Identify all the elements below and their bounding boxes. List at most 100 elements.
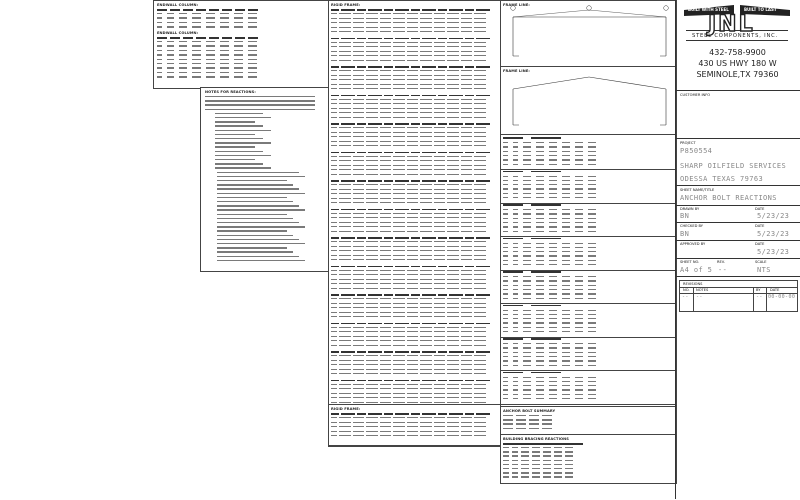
table-text-mark (380, 202, 391, 204)
table-text-mark (393, 311, 405, 313)
table-text-mark (422, 237, 436, 239)
table-text-mark (476, 180, 490, 182)
table-text-mark (512, 455, 518, 457)
table-text-mark (549, 309, 557, 311)
table-text-mark (380, 417, 391, 419)
table-text-mark (543, 463, 551, 466)
table-text-mark (206, 76, 215, 78)
table-text-mark (192, 17, 201, 19)
table-text-mark (503, 175, 508, 177)
table-text-mark (461, 169, 472, 171)
table-text-mark (393, 184, 405, 186)
table-text-mark (393, 401, 405, 403)
table-text-mark (205, 104, 315, 106)
rigid-frame-table-main-a (331, 9, 499, 405)
table-text-mark (434, 355, 445, 357)
table-text-mark (353, 392, 364, 394)
table-text-mark (434, 307, 445, 309)
table-text-mark (513, 175, 518, 177)
table-text-mark (248, 67, 257, 69)
rigid-frame-title-lower: RIGID FRAME: (331, 407, 361, 411)
table-text-mark (217, 238, 299, 241)
table-text-mark (395, 180, 409, 182)
table-text-mark (542, 415, 552, 417)
table-text-mark (447, 164, 459, 166)
table-text-mark (235, 9, 245, 11)
table-text-mark (179, 26, 187, 28)
table-text-mark (476, 237, 490, 239)
table-text-mark (353, 355, 364, 357)
table-text-mark (447, 364, 459, 366)
table-text-mark (217, 196, 287, 199)
table-text-mark (234, 45, 243, 47)
table-text-mark (393, 335, 405, 337)
table-text-mark (503, 137, 523, 139)
table-text-mark (562, 264, 570, 266)
table-text-mark (575, 297, 583, 299)
table-text-mark (380, 212, 391, 214)
table-text-mark (562, 163, 570, 165)
table-text-mark (420, 13, 432, 15)
table-text-mark (331, 259, 337, 261)
table-text-mark (192, 71, 201, 74)
project-number: P850554 (680, 147, 713, 155)
table-text-mark (407, 70, 418, 72)
table-text-mark (380, 241, 391, 243)
table-text-mark (331, 331, 337, 333)
table-text-mark (588, 385, 596, 387)
table-text-mark (474, 250, 486, 252)
table-text-mark (465, 151, 474, 154)
table-text-mark (549, 276, 557, 278)
table-text-mark (422, 413, 436, 415)
table-text-mark (331, 127, 337, 129)
table-text-mark (588, 389, 596, 391)
table-text-mark (461, 79, 472, 81)
table-text-mark (380, 131, 391, 133)
table-text-mark (512, 451, 518, 453)
table-text-mark (474, 46, 486, 48)
table-text-mark (420, 307, 432, 309)
table-text-mark (384, 9, 393, 11)
table-text-mark (393, 169, 405, 171)
table-text-mark (222, 9, 232, 11)
table-text-mark (543, 447, 551, 449)
table-text-mark (407, 250, 418, 252)
table-text-mark (384, 265, 393, 268)
table-text-mark (503, 159, 508, 161)
table-text-mark (503, 242, 508, 244)
table-text-mark (503, 297, 508, 299)
table-text-mark (393, 136, 405, 138)
table-text-mark (575, 188, 583, 190)
table-text-mark (393, 107, 405, 109)
table-text-mark (393, 173, 405, 175)
table-text-mark (434, 26, 445, 28)
table-text-mark (461, 107, 472, 109)
table-text-mark (461, 17, 472, 19)
table-text-mark (217, 234, 293, 236)
table-text-mark (380, 278, 391, 280)
table-text-mark (167, 76, 174, 78)
table-text-mark (339, 383, 351, 385)
table-text-mark (420, 316, 432, 318)
table-text-mark (461, 212, 472, 214)
table-text-mark (366, 17, 378, 19)
table-text-mark (366, 392, 378, 394)
table-text-mark (516, 427, 526, 429)
table-text-mark (331, 41, 337, 43)
table-text-mark (523, 184, 531, 186)
table-text-mark (217, 175, 305, 178)
table-text-mark (393, 55, 405, 57)
table-text-mark (434, 98, 445, 100)
table-text-mark (331, 237, 339, 239)
title-block (675, 0, 800, 499)
table-text-mark (513, 318, 518, 320)
table-text-mark (575, 364, 583, 366)
table-text-mark (167, 71, 174, 74)
table-text-mark (575, 226, 583, 228)
table-text-mark (220, 54, 229, 56)
table-text-mark (380, 217, 391, 219)
table-text-mark (339, 127, 351, 129)
table-text-mark (384, 322, 393, 325)
table-text-mark (366, 197, 378, 199)
table-text-mark (157, 45, 162, 47)
